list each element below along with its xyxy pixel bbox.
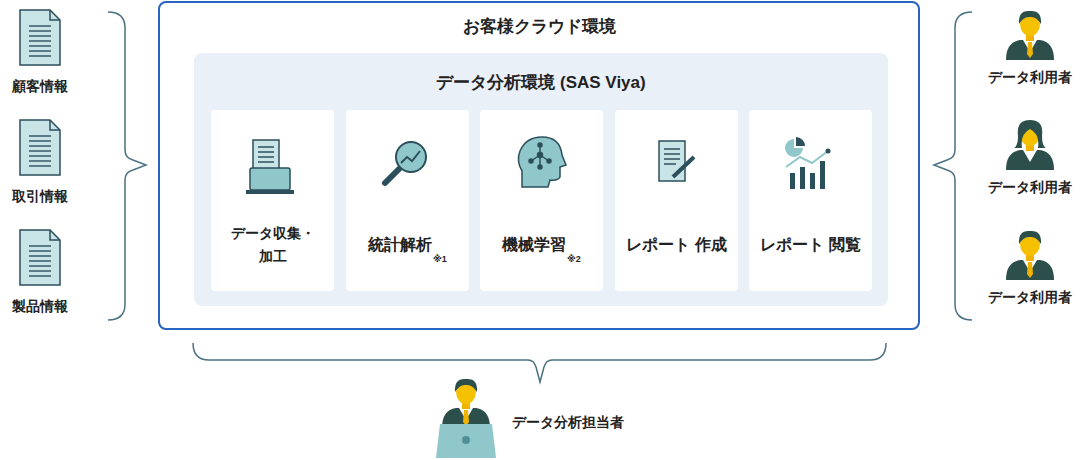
function-card: 機械学習※2 — [480, 110, 603, 291]
footnote-mark: ※2 — [567, 254, 581, 264]
magnifier-icon — [385, 142, 426, 183]
data-source-label: 製品情報 — [12, 298, 68, 316]
document-icons — [20, 10, 60, 285]
card-text-wrap: データ収集・ 加工 — [215, 210, 330, 280]
card-text-wrap: レポート 作成 — [619, 210, 734, 280]
function-card: 統計解析※1 — [346, 110, 469, 291]
left-bracket — [108, 12, 146, 320]
function-card: レポート 閲覧 — [749, 110, 872, 291]
analytics-environment-panel: データ分析環境 (SAS Viya)データ収集・ 加工統計解析※1機械学習※2レ… — [194, 53, 888, 306]
person-icon — [1006, 231, 1054, 280]
brain-head-icon — [518, 137, 566, 187]
role-label: データ利用者 — [988, 69, 1072, 87]
data-source-label: 取引情報 — [12, 188, 68, 206]
document-icon — [20, 10, 60, 65]
card-label: レポート 閲覧 — [760, 232, 860, 258]
card-label: 機械学習 — [502, 232, 566, 258]
bottom-bracket — [193, 343, 886, 382]
laptop-doc-icon — [246, 140, 294, 194]
function-card: レポート 作成 — [615, 110, 738, 291]
card-label: データ収集・ 加工 — [215, 222, 330, 268]
card-text-wrap: 統計解析※1 — [350, 210, 465, 280]
person-icon — [436, 379, 496, 458]
card-text-wrap: 機械学習※2 — [484, 210, 599, 280]
card-label: レポート 作成 — [626, 232, 726, 258]
data-source-label: 顧客情報 — [12, 78, 68, 96]
region-heading: お客様クラウド環境 — [160, 15, 918, 38]
person-icon — [1006, 120, 1054, 170]
role-label: データ分析担当者 — [512, 414, 624, 432]
report-edit-icon — [659, 141, 694, 181]
card-text-wrap: レポート 閲覧 — [753, 210, 868, 280]
function-card: データ収集・ 加工 — [211, 110, 334, 291]
region-heading: データ分析環境 (SAS Viya) — [194, 71, 888, 94]
role-label: データ利用者 — [988, 289, 1072, 307]
role-label: データ利用者 — [988, 179, 1072, 197]
person-icon — [1006, 11, 1054, 60]
document-icon — [20, 120, 60, 175]
document-icon — [20, 230, 60, 285]
footnote-mark: ※1 — [433, 254, 447, 264]
card-label: 統計解析 — [368, 232, 432, 258]
right-bracket — [934, 12, 972, 320]
chart-icon — [785, 137, 831, 189]
cloud-environment-box: お客様クラウド環境データ分析環境 (SAS Viya)データ収集・ 加工統計解析… — [158, 1, 920, 330]
